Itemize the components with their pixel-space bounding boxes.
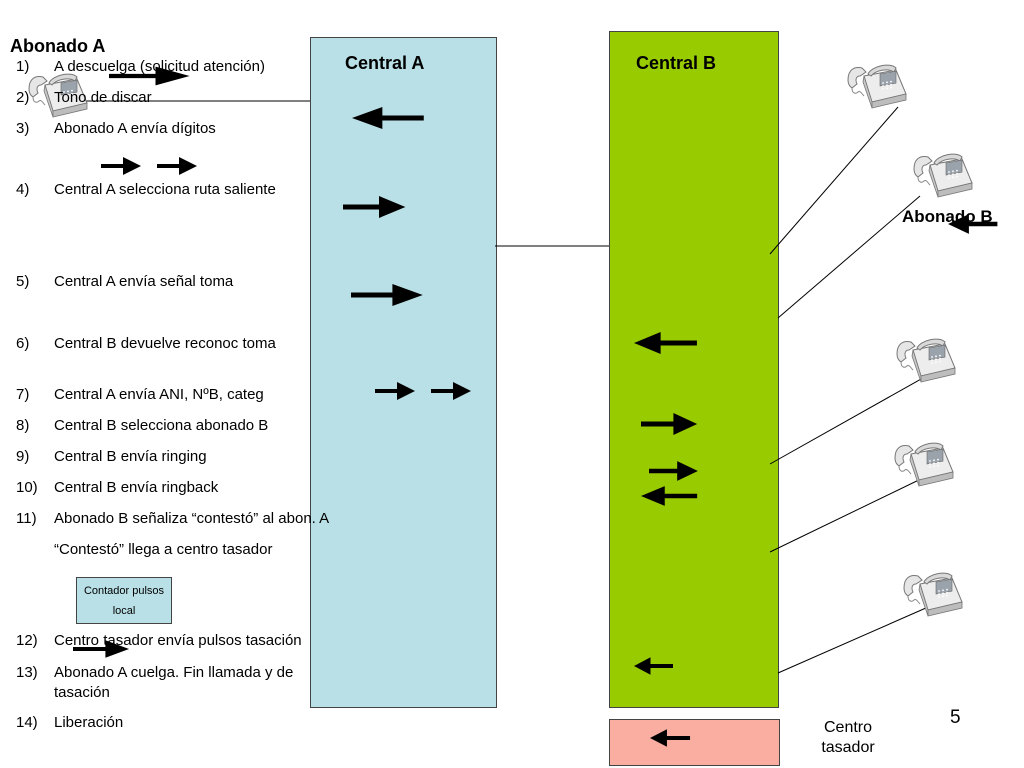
step-number: 13) — [16, 664, 38, 681]
telephone-icon — [847, 64, 907, 109]
step-text: Centro tasador envía pulsos tasación — [54, 632, 302, 649]
line-phone-5 — [777, 603, 936, 674]
arrow-right-icon — [641, 413, 698, 435]
central-a-box — [310, 37, 497, 708]
step-number: 10) — [16, 479, 38, 496]
arrow-left-icon — [352, 107, 424, 129]
centro-tasador-box — [609, 719, 780, 766]
centro-tasador-label-line-1: Centro — [823, 719, 873, 736]
abonado-b-label: Abonado B — [902, 207, 993, 226]
central-b-box — [609, 31, 779, 708]
telephone-icon — [913, 153, 973, 198]
step-3: 3) Abonado A envía dígitos — [16, 120, 216, 138]
step-number: 1) — [16, 58, 30, 75]
step-6: 6) Central B devuelve reconoc toma — [16, 335, 276, 353]
step-text: Liberación — [54, 714, 124, 731]
step-number: 5) — [16, 273, 30, 290]
arrow-right-icon — [649, 461, 698, 481]
arrow-right-icon — [157, 157, 197, 175]
page-number: 5 — [950, 707, 961, 728]
step-text: Central B devuelve reconoc toma — [54, 335, 276, 352]
step-number: 2) — [16, 89, 30, 106]
step-text: Central A envía señal toma — [54, 273, 234, 290]
step-8: 8) Central B selecciona abonado B — [16, 417, 268, 435]
step-number: 12) — [16, 632, 38, 649]
step-text: Central A envía ANI, NºB, categ — [54, 386, 264, 403]
step-9: 9) Central B envía ringing — [16, 448, 207, 466]
arrow-right-icon — [343, 196, 406, 218]
step-text: Tono de discar — [54, 89, 152, 106]
step-number: 7) — [16, 386, 30, 403]
arrow-right-icon — [101, 157, 141, 175]
contador-pulsos-box: Contador pulsos local — [76, 577, 172, 624]
central-a-label: Central A — [345, 53, 425, 73]
abonado-a-label: Abonado A — [10, 36, 106, 56]
step-number: 8) — [16, 417, 30, 434]
telephone-icon — [894, 442, 954, 487]
step-5: 5) Central A envía señal toma — [16, 273, 233, 291]
step-number: 14) — [16, 714, 38, 731]
step-4: 4) Central A selecciona ruta saliente — [16, 181, 276, 199]
step-1: 1) A descuelga (solicitud atención) — [16, 58, 265, 76]
arrow-left-icon — [634, 332, 697, 354]
arrow-right-icon — [375, 382, 415, 400]
contador-line-2: local — [112, 605, 136, 617]
contador-line-1: Contador pulsos — [83, 585, 165, 597]
step-14: 14) Liberación — [16, 714, 123, 732]
step-10: 10) Central B envía ringback — [16, 479, 218, 497]
telephone-icon — [903, 572, 963, 617]
arrow-right-icon — [351, 284, 423, 306]
step-11-continuation: “Contestó” llega a centro tasador — [54, 541, 273, 558]
step-text: Abonado A cuelga. Fin llamada y de tasac… — [54, 664, 294, 701]
step-12: 12) Centro tasador envía pulsos tasación — [16, 632, 302, 650]
step-7: 7) Central A envía ANI, NºB, categ — [16, 386, 264, 404]
step-13: 13) Abonado A cuelga. Fin llamada y de ta… — [16, 663, 316, 703]
line-phone-abonado-b — [777, 195, 921, 319]
arrow-left-icon — [650, 729, 691, 747]
step-text: Central B selecciona abonado B — [54, 417, 269, 434]
step-number: 11) — [16, 510, 37, 527]
line-phone-4 — [769, 476, 926, 553]
telephone-icon — [896, 338, 956, 383]
step-text: Abonado A envía dígitos — [54, 120, 216, 137]
step-2: 2) Tono de discar — [16, 89, 152, 107]
step-number: 3) — [16, 120, 30, 137]
central-b-label: Central B — [636, 53, 717, 73]
step-text: Abonado B señaliza “contestó” al abon. A — [54, 510, 330, 527]
line-phone-3 — [769, 373, 931, 465]
step-number: 4) — [16, 181, 30, 198]
step-11: 11) Abonado B señaliza “contestó” al abon… — [16, 510, 329, 528]
centro-tasador-label-line-2: tasador — [821, 739, 875, 756]
step-text: Central B envía ringing — [54, 448, 207, 465]
arrow-left-icon — [641, 486, 698, 506]
step-text: Central A selecciona ruta saliente — [54, 181, 276, 198]
step-number: 6) — [16, 335, 30, 352]
step-number: 9) — [16, 448, 30, 465]
arrow-right-icon — [431, 382, 471, 400]
centro-tasador-label: Centro tasador — [808, 718, 888, 758]
step-text: Central B envía ringback — [54, 479, 219, 496]
line-phone-1 — [769, 106, 899, 255]
arrow-left-icon — [634, 657, 673, 675]
step-text: A descuelga (solicitud atención) — [54, 58, 265, 75]
